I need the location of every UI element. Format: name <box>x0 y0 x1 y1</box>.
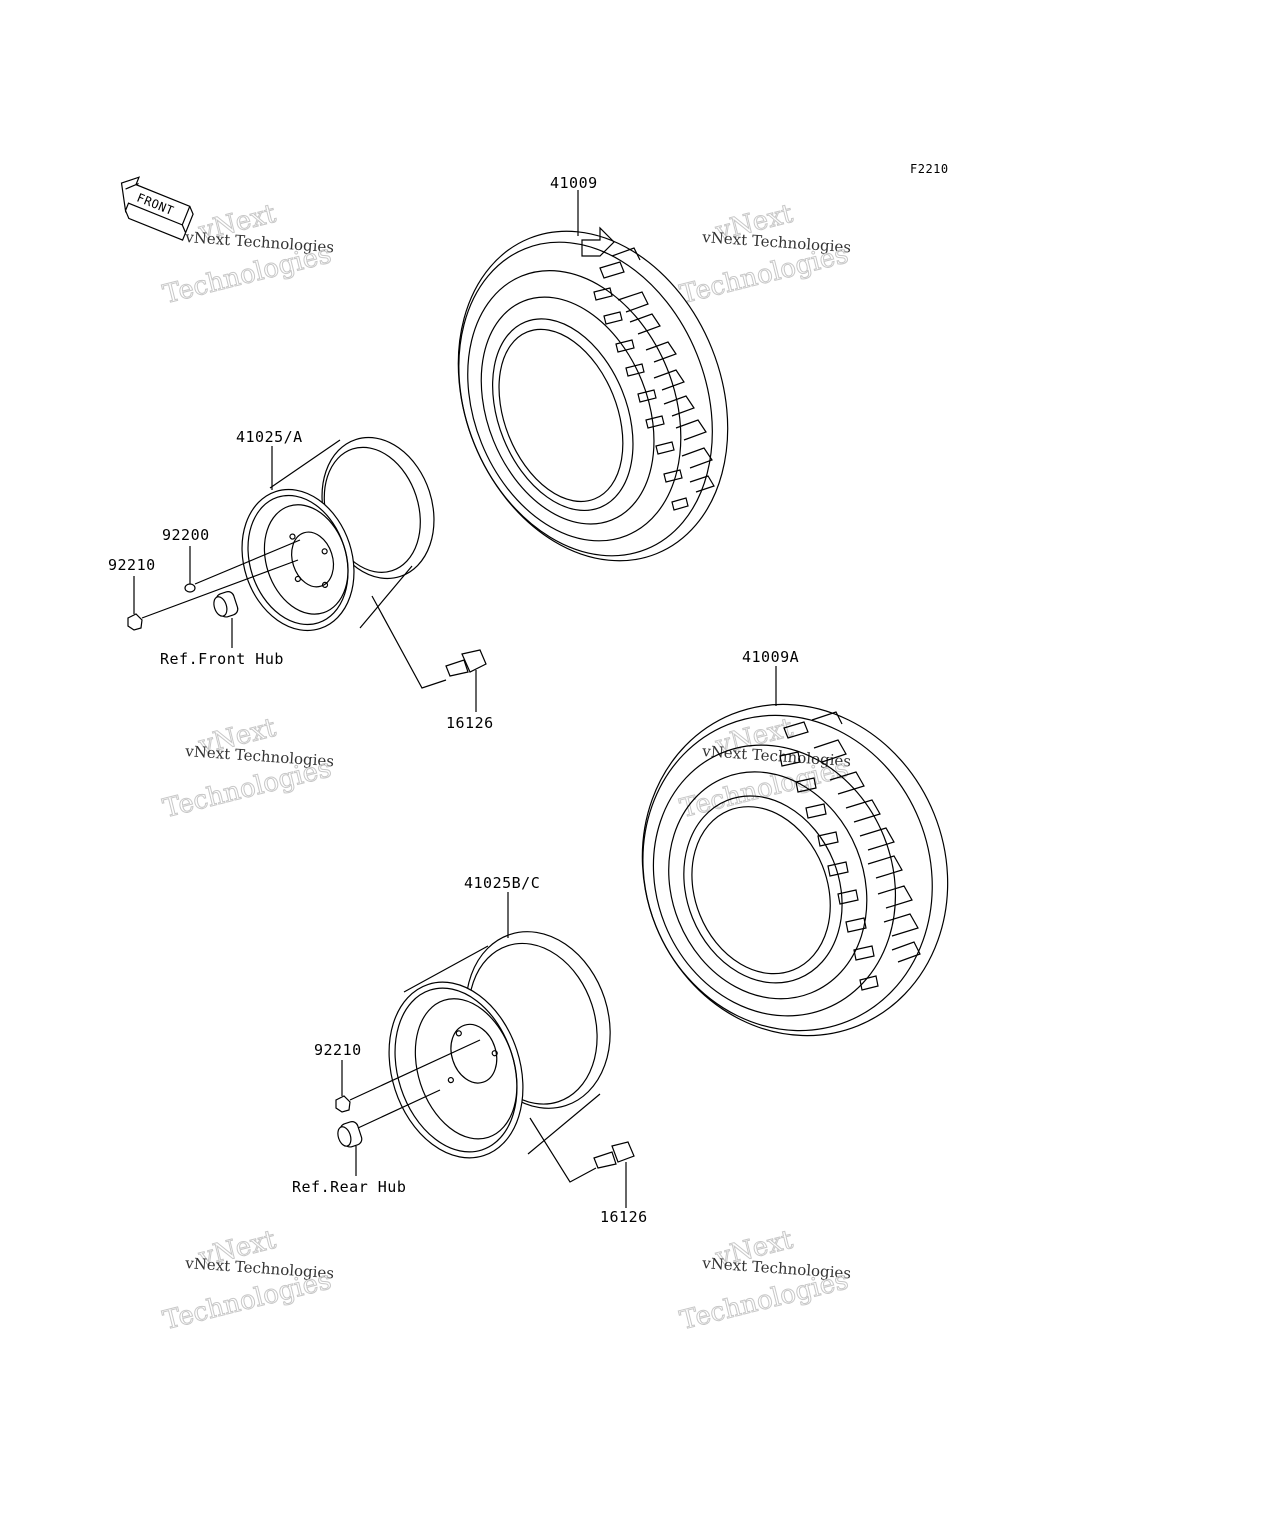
label-front-nut: 92210 <box>108 556 156 574</box>
label-rear-nut: 92210 <box>314 1041 362 1059</box>
watermark-3: vNext vNext Technologies Technologies <box>160 712 335 824</box>
figure-code: F2210 <box>910 162 949 176</box>
rear-nut: 92210 <box>314 1039 481 1113</box>
rear-hub-ref: Ref.Rear Hub <box>292 1089 441 1196</box>
label-rear-hub: Ref.Rear Hub <box>292 1178 406 1196</box>
rear-valve: 16126 <box>529 1117 648 1226</box>
front-washer: 92200 <box>162 526 301 593</box>
front-tire-tread <box>581 226 715 511</box>
rear-wheel: 41025B/C <box>388 874 611 1159</box>
label-rear-tire: 41009A <box>742 648 799 666</box>
label-front-hub: Ref.Front Hub <box>160 650 284 668</box>
watermark-5: vNext vNext Technologies Technologies <box>160 1224 335 1336</box>
watermark-6: vNext vNext Technologies Technologies <box>677 1224 852 1336</box>
watermark-2: vNext vNext Technologies Technologies <box>677 198 852 310</box>
label-front-washer: 92200 <box>162 526 210 544</box>
front-wheel: 41025/A <box>236 428 435 632</box>
label-front-wheel: 41025/A <box>236 428 303 446</box>
label-front-valve: 16126 <box>446 714 494 732</box>
front-valve: 16126 <box>371 595 494 732</box>
rear-tire-tread <box>779 711 921 991</box>
front-tire: 41009 <box>457 174 729 562</box>
label-front-tire: 41009 <box>550 174 598 192</box>
rear-tire: 41009A <box>641 648 949 1037</box>
front-hub-ref: Ref.Front Hub <box>160 591 284 668</box>
label-rear-valve: 16126 <box>600 1208 648 1226</box>
label-rear-wheel: 41025B/C <box>464 874 540 892</box>
front-nut: 92210 <box>108 556 299 631</box>
